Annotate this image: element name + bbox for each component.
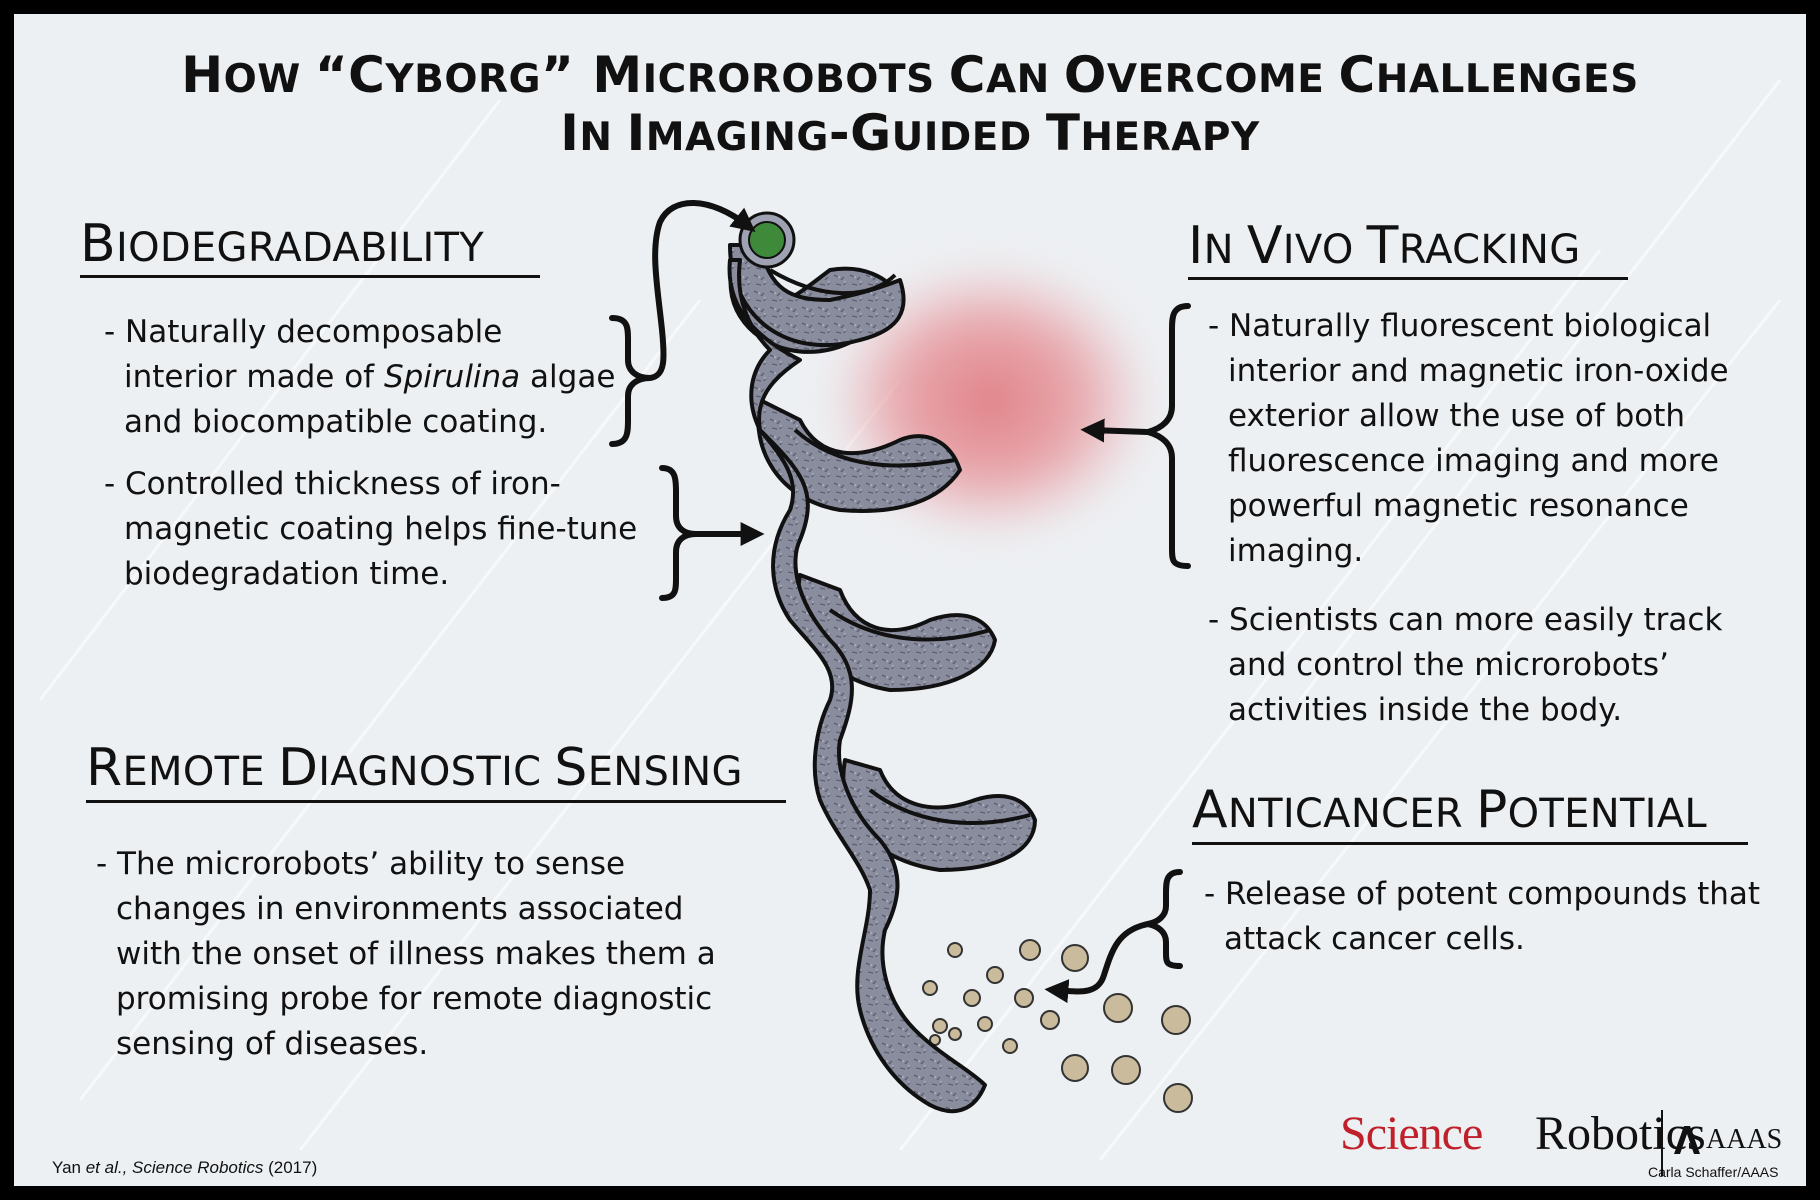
heading-remote-diagnostic-sensing: REMOTE DIAGNOSTIC SENSING bbox=[86, 738, 743, 798]
tracking-point-1: - Naturally fluorescent biological interi… bbox=[1208, 304, 1729, 574]
title-line-1-cap-2: ” M bbox=[541, 46, 643, 104]
title-line-1-cap-0: H bbox=[181, 46, 224, 104]
biodegradability-point-1-line-2: interior made of Spirulina algae bbox=[104, 355, 615, 400]
heading-remote-diagnostic-sensing-small-0: EMOTE bbox=[122, 749, 278, 795]
arrows bbox=[647, 200, 1151, 1004]
anticancer-particles bbox=[922, 939, 1193, 1113]
heading-in-vivo-tracking-small-2: RACKING bbox=[1398, 227, 1581, 273]
heading-anticancer-potential-small-0: NTICANCER bbox=[1227, 791, 1476, 837]
heading-in-vivo-tracking-cap-1: V bbox=[1246, 216, 1283, 276]
citation-pre: Yan bbox=[52, 1158, 86, 1177]
biodegradability-point-1-line-2-pre: interior made of bbox=[124, 359, 384, 395]
tracking-point-1-line-3: exterior allow the use of both bbox=[1228, 398, 1686, 434]
title-line-2-cap-3: T bbox=[1045, 104, 1081, 162]
heading-remote-diagnostic-sensing-cap-2: S bbox=[554, 738, 588, 798]
heading-in-vivo-tracking-cap-2: T bbox=[1366, 216, 1399, 276]
biodegradability-point-2-line-2: magnetic coating helps fine-tune bbox=[124, 511, 638, 547]
tracking-point-1-line-1: - Naturally fluorescent biological bbox=[1208, 308, 1712, 344]
brand-aaas: AAAS bbox=[1706, 1124, 1783, 1155]
sensing-point-1-line-4: promising probe for remote diagnostic bbox=[116, 981, 713, 1017]
tracking-point-1-line-5: powerful magnetic resonance bbox=[1228, 488, 1689, 524]
tracking-point-2: - Scientists can more easily track and co… bbox=[1208, 598, 1722, 733]
aaas-logo-icon bbox=[1674, 1126, 1700, 1154]
sensing-point-1-line-2: changes in environments associated bbox=[116, 891, 684, 927]
illustration-credit: Carla Schaffer/AAAS bbox=[1648, 1164, 1779, 1180]
heading-remote-diagnostic-sensing-cap-0: R bbox=[86, 738, 123, 798]
citation: Yan et al., Science Robotics (2017) bbox=[52, 1158, 317, 1178]
heading-in-vivo-tracking-cap-0: I bbox=[1188, 216, 1204, 276]
title-line-1-small-0: OW bbox=[223, 57, 315, 102]
citation-post: (2017) bbox=[263, 1158, 318, 1177]
biodegradability-point-2: - Controlled thickness of iron-magnetic … bbox=[104, 462, 637, 597]
brand-divider bbox=[1661, 1110, 1663, 1176]
tracking-point-1-line-6: imaging. bbox=[1228, 533, 1364, 569]
heading-in-vivo-tracking: IN VIVO TRACKING bbox=[1188, 216, 1581, 276]
infographic-panel bbox=[14, 14, 1806, 1186]
heading-remote-diagnostic-sensing-small-1: IAGNOSTIC bbox=[318, 749, 555, 795]
spirulina-term: Spirulina bbox=[383, 359, 521, 395]
tracking-point-2-line-2: and control the microrobots’ bbox=[1228, 647, 1669, 683]
title-line-1-cap-4: O bbox=[1063, 46, 1107, 104]
brand-science: Science bbox=[1340, 1107, 1483, 1160]
brand-robotics: Robotics bbox=[1535, 1107, 1706, 1160]
heading-anticancer-potential-small-1: OTENTIAL bbox=[1507, 791, 1708, 837]
tracking-point-2-line-3: activities inside the body. bbox=[1228, 692, 1623, 728]
biodegradability-point-1: - Naturally decomposable interior made o… bbox=[104, 310, 615, 445]
heading-anticancer-potential-cap-1: P bbox=[1475, 780, 1508, 840]
heading-biodegradability: BIODEGRADABILITY bbox=[80, 214, 484, 274]
sensing-point-1-line-5: sensing of diseases. bbox=[116, 1026, 429, 1062]
title-line-1: HOW “CYBORG” MICROROBOTS CAN OVERCOME CH… bbox=[0, 46, 1820, 104]
anticancer-point-1-line-2: attack cancer cells. bbox=[1224, 921, 1525, 957]
heading-remote-diagnostic-sensing-cap-1: D bbox=[277, 738, 319, 798]
title-line-2: IN IMAGING-GUIDED THERAPY bbox=[0, 104, 1820, 162]
sensing-point-1: - The microrobots’ ability to sense chang… bbox=[96, 842, 716, 1067]
title-line-1-small-4: VERCOME bbox=[1106, 57, 1339, 102]
sensing-point-1-line-1: - The microrobots’ ability to sense bbox=[96, 846, 626, 882]
heading-anticancer-potential: ANTICANCER POTENTIAL bbox=[1192, 780, 1707, 840]
heading-in-vivo-tracking-small-0: N bbox=[1203, 227, 1247, 273]
heading-rules bbox=[80, 275, 1748, 845]
title-line-2-small-3: HERAPY bbox=[1080, 115, 1260, 160]
tracking-point-2-line-1: - Scientists can more easily track bbox=[1208, 602, 1723, 638]
heading-remote-diagnostic-sensing-small-2: ENSING bbox=[587, 749, 743, 795]
sensing-point-1-line-3: with the onset of illness makes them a bbox=[116, 936, 716, 972]
title-line-2-cap-0: I bbox=[560, 104, 580, 162]
sensor-dot bbox=[748, 221, 786, 259]
biodegradability-point-2-line-3: biodegradation time. bbox=[124, 556, 450, 592]
biodegradability-point-2-line-1: - Controlled thickness of iron- bbox=[104, 466, 561, 502]
title-line-1-small-2: ICROROBOTS bbox=[642, 57, 949, 102]
tracking-point-1-line-4: fluorescence imaging and more bbox=[1228, 443, 1719, 479]
biodegradability-point-1-line-3: and biocompatible coating. bbox=[124, 404, 548, 440]
title-line-1-small-3: AN bbox=[985, 57, 1064, 102]
title-line-2-small-0: N bbox=[579, 115, 627, 160]
title-line-2-small-2: UIDED bbox=[891, 115, 1046, 160]
microrobot-body bbox=[727, 243, 1037, 1114]
biodegradability-point-1-line-1: - Naturally decomposable bbox=[104, 314, 503, 350]
title-line-2-cap-1: I bbox=[626, 104, 646, 162]
anticancer-point-1-line-1: - Release of potent compounds that bbox=[1204, 876, 1761, 912]
title-line-1-cap-5: C bbox=[1338, 46, 1376, 104]
title-line-1-small-5: HALLENGES bbox=[1375, 57, 1639, 102]
citation-em: et al., Science Robotics bbox=[85, 1158, 264, 1177]
biodegradability-point-1-line-2-post: algae bbox=[520, 359, 616, 395]
heading-biodegradability-small-0: IODEGRADABILITY bbox=[115, 225, 485, 271]
heading-anticancer-potential-cap-0: A bbox=[1192, 780, 1228, 840]
title-line-1-small-1: YBORG bbox=[385, 57, 542, 102]
anticancer-point-1: - Release of potent compounds that attack… bbox=[1204, 872, 1760, 962]
title-line-2-cap-2: -G bbox=[828, 104, 892, 162]
tracking-point-1-line-2: interior and magnetic iron-oxide bbox=[1228, 353, 1729, 389]
title-line-1-cap-1: “C bbox=[314, 46, 386, 104]
title-line-2-small-1: MAGING bbox=[645, 115, 829, 160]
heading-in-vivo-tracking-small-1: IVO bbox=[1282, 227, 1367, 273]
title-line-1-cap-3: C bbox=[948, 46, 986, 104]
heading-biodegradability-cap-0: B bbox=[80, 214, 116, 274]
